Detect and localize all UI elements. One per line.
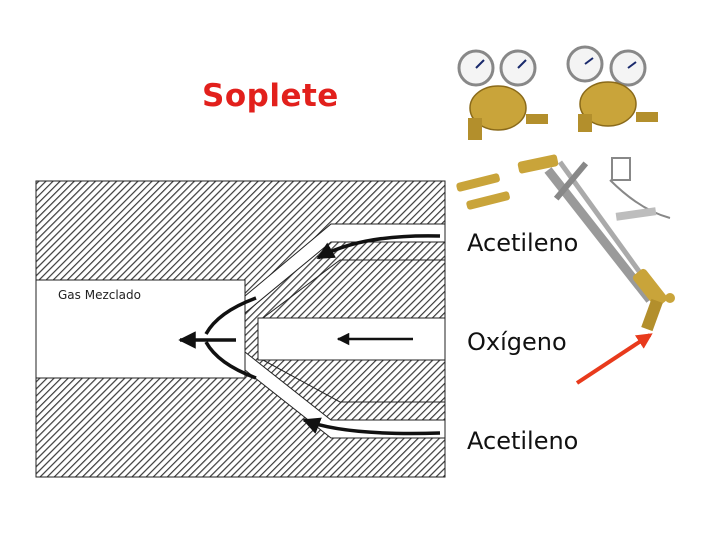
acetylene-label-bottom: Acetileno bbox=[467, 427, 578, 455]
oxygen-label: Oxígeno bbox=[467, 328, 567, 356]
acetylene-label-top: Acetileno bbox=[467, 229, 578, 257]
